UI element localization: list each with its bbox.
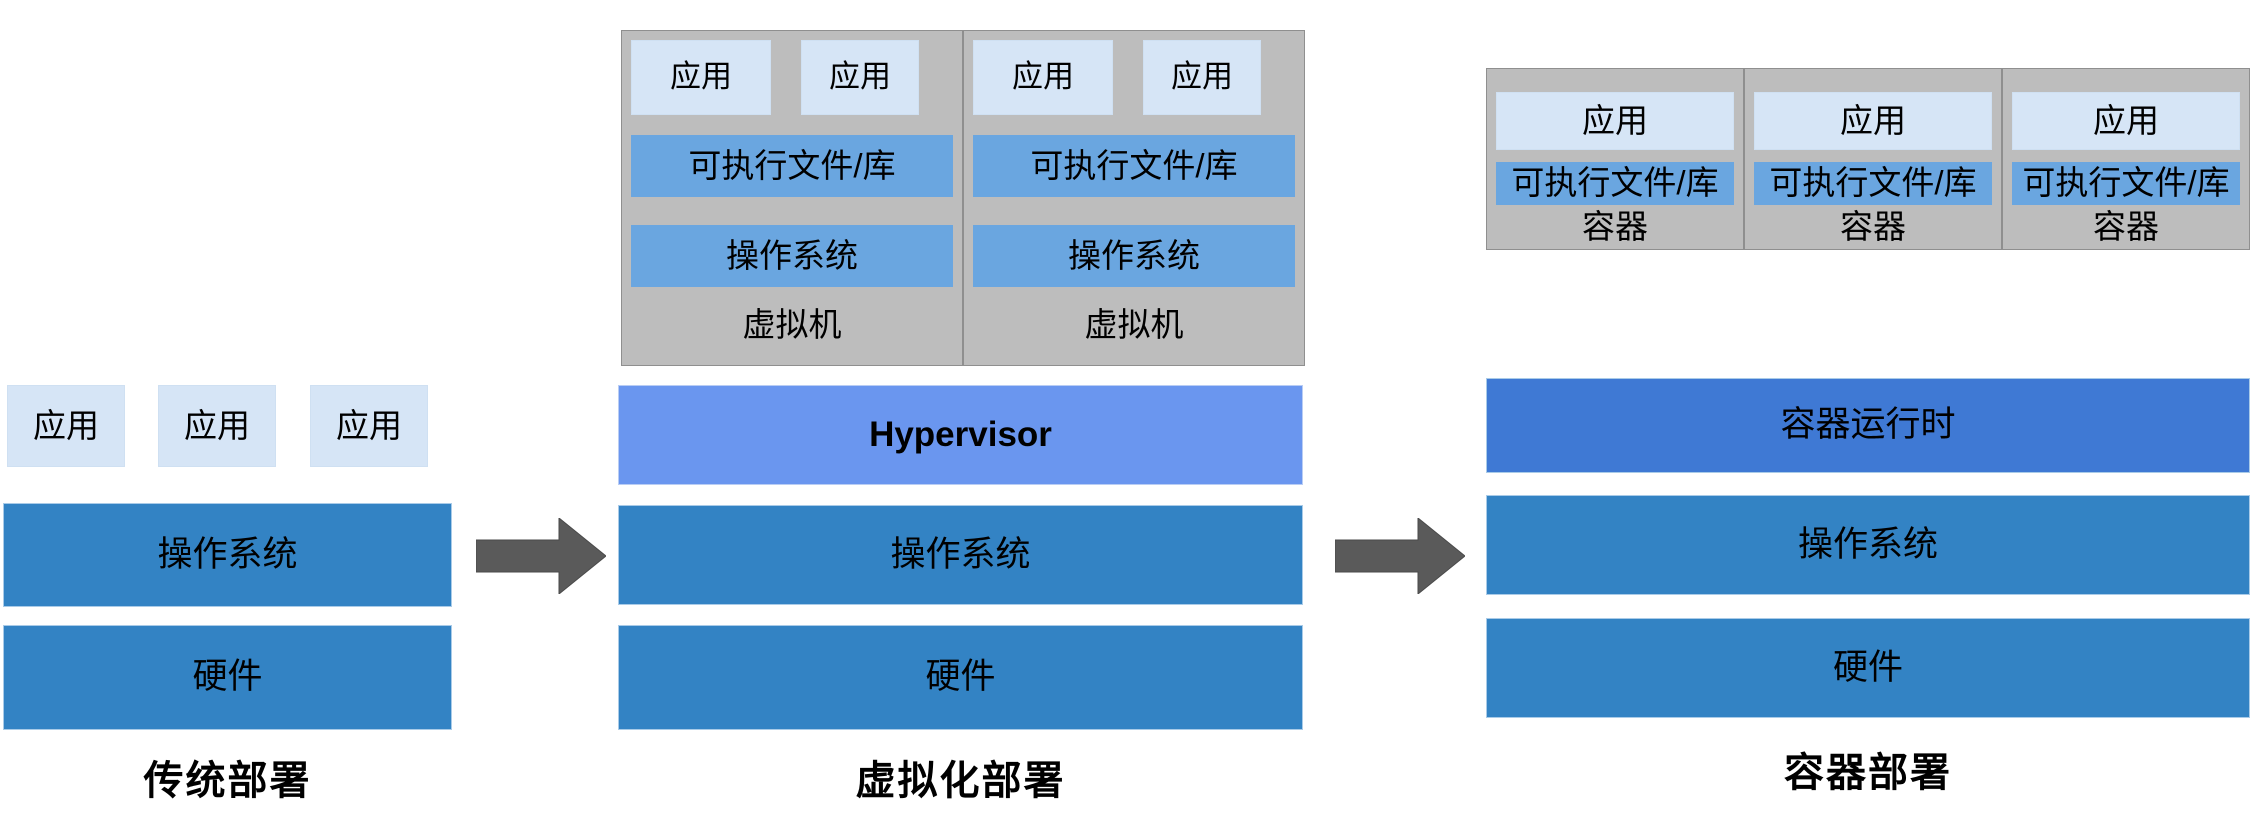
container-3-lib-label: 可执行文件/库 xyxy=(2022,164,2230,202)
virtualized-vm1-lib-label: 可执行文件/库 xyxy=(688,146,896,184)
virtualized-hardware-label: 硬件 xyxy=(925,657,996,697)
container-group-3-label-wrap: 容器 xyxy=(2002,205,2250,250)
container-2-lib-label: 可执行文件/库 xyxy=(1769,164,1977,202)
virtualized-vm1-app-label-2: 应用 xyxy=(829,59,891,95)
container-runtime-bar: 容器运行时 xyxy=(1486,378,2250,473)
virtualized-vm-group-2-label-wrap: 虚拟机 xyxy=(963,295,1305,355)
virtualized-vm-group-1-label-wrap: 虚拟机 xyxy=(621,295,963,355)
virtualized-vm-group-1-label: 虚拟机 xyxy=(742,305,842,343)
arrow-right-icon-1 xyxy=(476,518,606,594)
virtualized-os-bar: 操作系统 xyxy=(618,505,1303,605)
traditional-app-label-2: 应用 xyxy=(184,406,250,444)
virtualized-vm2-app-box-2: 应用 xyxy=(1143,40,1261,115)
container-1-app-label: 应用 xyxy=(1582,101,1648,139)
virtualized-vm2-lib-label: 可执行文件/库 xyxy=(1030,146,1238,184)
container-group-2-label: 容器 xyxy=(1840,208,1906,246)
container-2-lib-box: 可执行文件/库 xyxy=(1754,162,1992,205)
traditional-app-label-1: 应用 xyxy=(33,406,99,444)
virtualized-caption: 虚拟化部署 xyxy=(855,759,1066,803)
virtualized-vm1-app-box-2: 应用 xyxy=(801,40,919,115)
container-caption: 容器部署 xyxy=(1784,751,1952,795)
virtualized-vm2-app-label-2: 应用 xyxy=(1171,59,1233,95)
container-runtime-label: 容器运行时 xyxy=(1780,405,1956,445)
virtualized-vm1-lib-box: 可执行文件/库 xyxy=(631,135,953,197)
container-os-label: 操作系统 xyxy=(1797,524,1938,564)
traditional-os-bar: 操作系统 xyxy=(3,503,452,607)
container-group-1-label-wrap: 容器 xyxy=(1486,205,1744,250)
virtualized-vm2-app-box-1: 应用 xyxy=(973,40,1113,115)
container-2-app-box: 应用 xyxy=(1754,92,1992,150)
container-os-bar: 操作系统 xyxy=(1486,495,2250,595)
virtualized-vm2-lib-box: 可执行文件/库 xyxy=(973,135,1295,197)
traditional-os-label: 操作系统 xyxy=(157,534,298,574)
container-group-2-label-wrap: 容器 xyxy=(1744,205,2002,250)
virtualized-vm2-os-box: 操作系统 xyxy=(973,225,1295,287)
virtualized-vm2-os-label: 操作系统 xyxy=(1068,236,1200,274)
container-1-lib-box: 可执行文件/库 xyxy=(1496,162,1734,205)
container-group-1-label: 容器 xyxy=(1582,208,1648,246)
traditional-app-box-2: 应用 xyxy=(158,385,276,467)
traditional-app-box-3: 应用 xyxy=(310,385,428,467)
container-3-lib-box: 可执行文件/库 xyxy=(2012,162,2240,205)
virtualized-hypervisor-label: Hypervisor xyxy=(869,414,1052,454)
container-hardware-bar: 硬件 xyxy=(1486,618,2250,718)
virtualized-vm2-app-label-1: 应用 xyxy=(1012,59,1074,95)
container-2-app-label: 应用 xyxy=(1840,101,1906,139)
traditional-caption: 传统部署 xyxy=(143,759,312,803)
virtualized-hypervisor-bar: Hypervisor xyxy=(618,385,1303,485)
container-1-app-box: 应用 xyxy=(1496,92,1734,150)
virtualized-hardware-bar: 硬件 xyxy=(618,625,1303,730)
traditional-app-label-3: 应用 xyxy=(336,406,402,444)
traditional-app-box-1: 应用 xyxy=(7,385,125,467)
container-3-app-box: 应用 xyxy=(2012,92,2240,150)
virtualized-vm1-os-label: 操作系统 xyxy=(726,236,858,274)
container-group-3-label: 容器 xyxy=(2093,208,2159,246)
container-hardware-label: 硬件 xyxy=(1832,647,1903,687)
container-3-app-label: 应用 xyxy=(2093,101,2159,139)
virtualized-vm1-os-box: 操作系统 xyxy=(631,225,953,287)
virtualized-os-label: 操作系统 xyxy=(890,534,1031,574)
virtualized-vm1-app-label-1: 应用 xyxy=(670,59,732,95)
arrow-right-icon-2 xyxy=(1335,518,1465,594)
container-1-lib-label: 可执行文件/库 xyxy=(1511,164,1719,202)
virtualized-vm-group-2-label: 虚拟机 xyxy=(1084,305,1184,343)
traditional-hardware-label: 硬件 xyxy=(192,657,263,697)
traditional-hardware-bar: 硬件 xyxy=(3,625,452,730)
virtualized-vm1-app-box-1: 应用 xyxy=(631,40,771,115)
